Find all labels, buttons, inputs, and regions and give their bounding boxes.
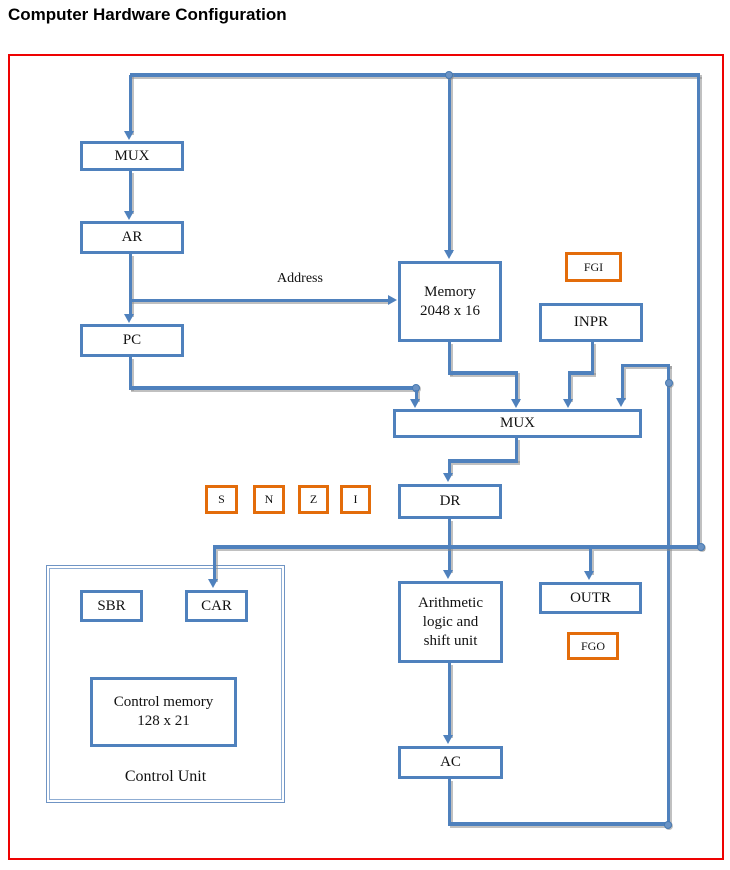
car-box: CAR [185, 590, 248, 622]
alu-box: Arithmetic logic and shift unit [398, 581, 503, 663]
bus-to-memory-line [448, 75, 451, 251]
alu-label-line3: shift unit [423, 632, 478, 649]
dr-box: DR [398, 484, 502, 519]
diagram-border [8, 54, 724, 860]
ar-input-arrow [124, 211, 134, 220]
pc-box: PC [80, 324, 184, 357]
page-title: Computer Hardware Configuration [8, 5, 287, 24]
ar-box: AR [80, 221, 184, 254]
mux-top-label: MUX [114, 147, 150, 164]
ac-feedback-stub-line [621, 367, 624, 398]
ac-feedback-junction-dot [665, 379, 673, 387]
outr-input-arrow [584, 571, 594, 580]
control-memory-label-line1: Control memory [113, 694, 214, 710]
ac-output-horizontal-line [448, 822, 669, 826]
top-bus-junction-dot [445, 71, 453, 79]
dr-input-arrow [443, 473, 453, 482]
address-label: Address [277, 271, 323, 286]
outr-box: OUTR [539, 582, 642, 614]
flag-n-label: N [264, 492, 274, 506]
memory-output-horizontal-line [448, 371, 518, 375]
inpr-label: INPR [573, 314, 609, 330]
inpr-output-vertical-line [591, 342, 594, 373]
ar-to-pc-line [129, 254, 132, 315]
pc-output-vertical-line [129, 357, 132, 389]
mux-top-box: MUX [80, 141, 184, 171]
flag-s-box: S [205, 485, 238, 514]
flag-n-box: N [253, 485, 285, 514]
bus-to-mux-top-line [129, 75, 132, 133]
dr-output-bus-line [213, 545, 703, 549]
mux-input-arrow-pc [410, 399, 420, 408]
outr-label: OUTR [570, 589, 611, 606]
pc-output-horizontal-line [129, 386, 417, 390]
ac-label: AC [440, 754, 461, 770]
alu-label-line1: Arithmetic [418, 594, 483, 611]
sbr-box: SBR [80, 590, 143, 622]
car-branch-line [213, 549, 216, 580]
mux-to-ar-line [129, 171, 132, 212]
control-unit-label: Control Unit [124, 768, 207, 785]
pc-to-mux-stub-line [415, 390, 418, 400]
car-label: CAR [201, 597, 232, 614]
alu-input-arrow [443, 570, 453, 579]
mux-input-arrow-inpr [563, 399, 573, 408]
memory-box: Memory 2048 x 16 [398, 261, 502, 342]
alu-label-line2: logic and [422, 613, 479, 630]
pc-input-arrow [124, 314, 134, 323]
alu-to-ac-line [448, 663, 451, 736]
sbr-label: SBR [97, 597, 126, 614]
bus-junction-dot [697, 543, 705, 551]
pc-label: PC [122, 332, 142, 348]
inpr-box: INPR [539, 303, 643, 342]
dr-label: DR [439, 493, 461, 509]
ac-input-arrow [443, 735, 453, 744]
memory-address-arrow [388, 295, 397, 305]
memory-input-arrow [444, 250, 454, 259]
flag-z-box: Z [298, 485, 329, 514]
inpr-output-horizontal-line [568, 371, 594, 375]
memory-to-mux-stub-line [515, 375, 518, 400]
flag-i-label: I [353, 492, 358, 506]
fgi-flag-box: FGI [565, 252, 622, 282]
address-line [130, 299, 388, 302]
ac-feedback-vertical-line [667, 364, 670, 825]
car-input-arrow [208, 579, 218, 588]
ac-output-vertical-line [448, 779, 451, 824]
mux-input-arrow-ac [616, 398, 626, 407]
mux-output-vertical-line [515, 438, 518, 461]
fgi-label: FGI [583, 259, 604, 274]
control-memory-box: Control memory 128 x 21 [90, 677, 237, 747]
ac-output-corner-dot [664, 821, 672, 829]
ac-feedback-top-line [621, 364, 670, 367]
mux-to-dr-stub-line [448, 463, 451, 474]
flag-z-label: Z [309, 492, 318, 506]
ar-label: AR [121, 229, 143, 245]
memory-output-vertical-line [448, 342, 451, 374]
mux-output-horizontal-line [448, 459, 518, 463]
top-bus-line [130, 73, 700, 77]
mux-main-box: MUX [393, 409, 642, 438]
outr-branch-line [589, 549, 592, 573]
memory-label-line2: 2048 x 16 [420, 302, 480, 319]
fgo-label: FGO [580, 638, 605, 653]
fgo-flag-box: FGO [567, 632, 619, 660]
right-bus-line [697, 75, 700, 549]
inpr-to-mux-stub-line [568, 375, 571, 400]
control-memory-label-line2: 128 x 21 [137, 713, 190, 729]
memory-label-line1: Memory [424, 283, 476, 300]
mux-top-input-arrow [124, 131, 134, 140]
flag-s-label: S [218, 492, 225, 506]
flag-i-box: I [340, 485, 371, 514]
mux-input-arrow-memory [511, 399, 521, 408]
mux-main-label: MUX [499, 415, 535, 431]
ac-box: AC [398, 746, 503, 779]
control-unit-inner-border [49, 568, 282, 800]
